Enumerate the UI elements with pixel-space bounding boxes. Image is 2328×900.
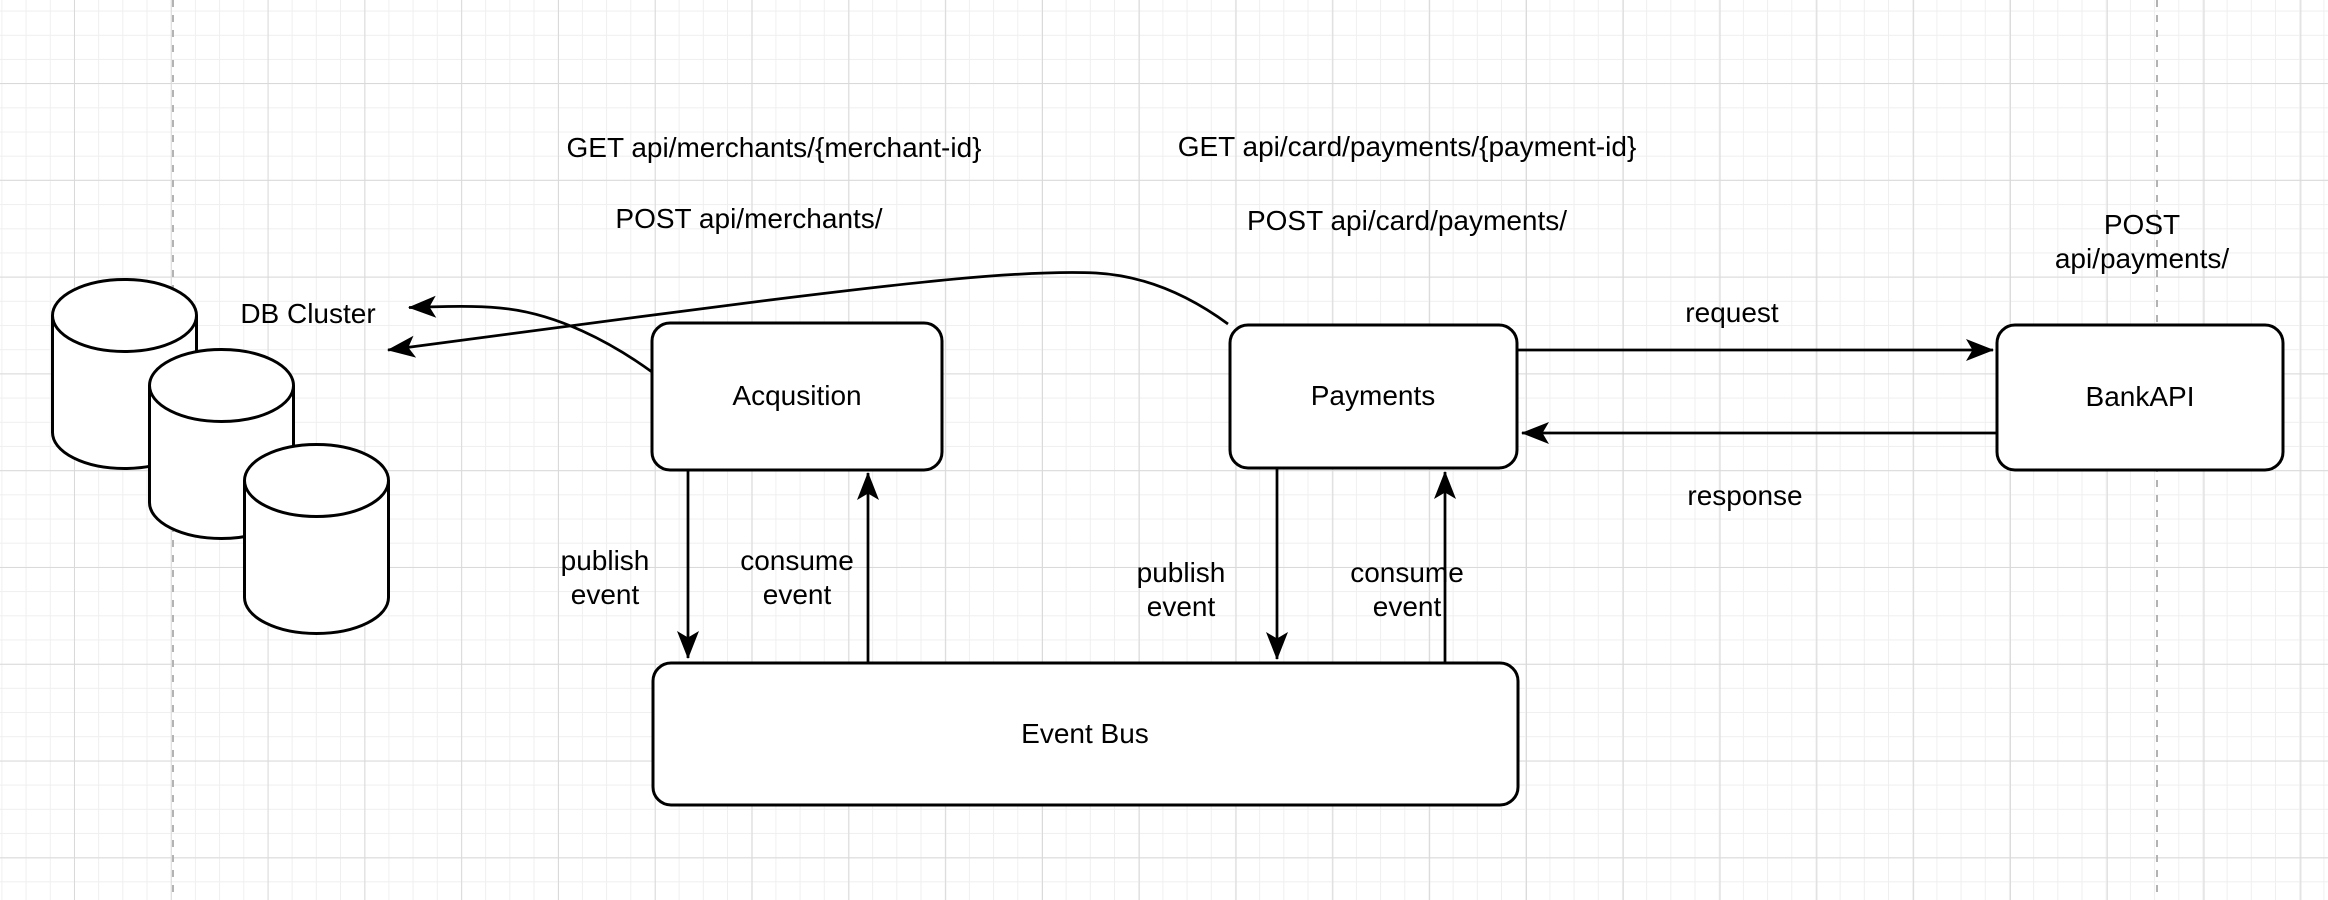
api-label-post-payments[interactable]: POST api/payments/	[2054, 209, 2230, 274]
response-label[interactable]: response	[1687, 480, 1803, 511]
node-bankapi-label: BankAPI	[2085, 381, 2195, 412]
api-label-post-card-payments[interactable]: POST api/card/payments/	[1246, 205, 1568, 236]
consume-event-label-payments[interactable]: consume event	[1350, 557, 1464, 622]
api-label-post-merchants[interactable]: POST api/merchants/	[615, 203, 883, 234]
db-cluster-label[interactable]: DB Cluster	[240, 298, 376, 329]
node-payments-label: Payments	[1310, 380, 1436, 411]
request-label[interactable]: request	[1685, 297, 1779, 328]
api-label-get-merchants[interactable]: GET api/merchants/{merchant-id}	[566, 132, 982, 163]
edge-acquisition-to-db[interactable]	[408, 295, 653, 374]
api-label-get-card-payments[interactable]: GET api/card/payments/{payment-id}	[1177, 131, 1637, 162]
node-acquisition-label: Acqusition	[732, 380, 862, 411]
node-payments[interactable]	[1228, 323, 1519, 470]
node-event-bus-label: Event Bus	[1021, 718, 1149, 749]
consume-event-label-acquisition[interactable]: consume event	[740, 545, 854, 610]
node-acquisition[interactable]	[650, 321, 944, 472]
edge-payments-to-db[interactable]	[387, 271, 1229, 358]
node-bankapi[interactable]	[1995, 323, 2285, 472]
publish-event-label-acquisition[interactable]: publish event	[560, 545, 650, 610]
publish-event-label-payments[interactable]: publish event	[1136, 557, 1226, 622]
node-event-bus[interactable]	[651, 661, 1520, 807]
db-cylinder-front[interactable]	[243, 443, 390, 635]
